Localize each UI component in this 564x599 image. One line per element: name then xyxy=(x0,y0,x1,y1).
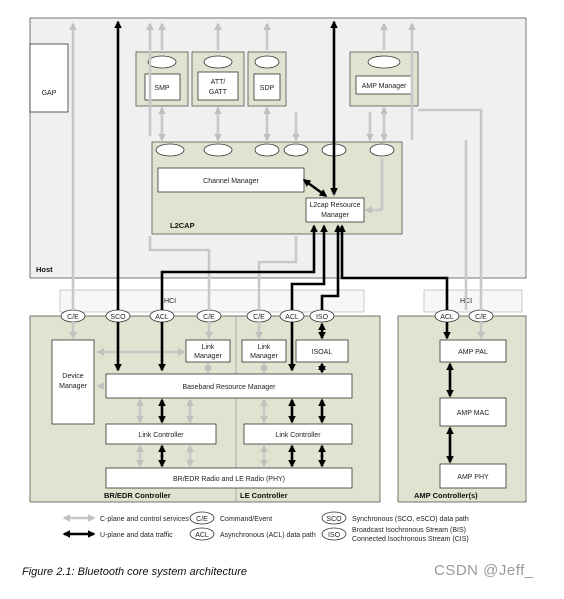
gatt-label: GATT xyxy=(209,89,228,96)
radio-label: BR/EDR Radio and LE Radio (PHY) xyxy=(173,476,285,483)
legend-ce-text: Command/Event xyxy=(220,516,272,523)
watermark: CSDN @Jeff_ xyxy=(434,562,534,579)
port-acl-2-label: ACL xyxy=(285,314,299,321)
sdp-port-oval xyxy=(254,55,280,69)
port-acl-1-label: ACL xyxy=(155,314,169,321)
amp-mac-label: AMP MAC xyxy=(457,410,490,417)
l2cap-oval-6 xyxy=(369,143,395,157)
legend-iso-text-1: Broadcast Isochronous Stream (BIS) xyxy=(352,527,466,534)
amp-phy-box xyxy=(439,463,507,489)
baseband-resource-manager-label: Baseband Resource Manager xyxy=(182,384,276,391)
channel-manager-box xyxy=(157,167,305,193)
att-gatt-box xyxy=(197,71,239,101)
baseband-resource-manager-box xyxy=(105,373,353,399)
br-edr-controller-label: BR/EDR Controller xyxy=(104,491,171,500)
smp-label: SMP xyxy=(154,85,170,92)
legend-sco-text: Synchronous (SCO, eSCO) data path xyxy=(352,516,469,523)
port-ce-1-label: C/E xyxy=(67,314,79,321)
hci-label-brle: HCI xyxy=(164,298,176,305)
l2cap-resource-manager-box xyxy=(305,197,365,223)
l2cap-oval-3 xyxy=(254,143,280,157)
link-controller-1-box xyxy=(105,423,217,445)
att-label: ATT/ xyxy=(211,79,226,86)
amp-pal-box xyxy=(439,339,507,363)
gap-label: GAP xyxy=(42,90,57,97)
isoal-label: ISOAL xyxy=(312,349,333,356)
amp-port-ce-label: C/E xyxy=(475,314,487,321)
isoal-box xyxy=(295,339,349,363)
legend-u-plane-text: U-plane and data traffic xyxy=(100,532,173,539)
att-port-oval xyxy=(203,55,233,69)
amp-port-acl-label: ACL xyxy=(440,314,454,321)
figure-caption: Figure 2.1: Bluetooth core system archit… xyxy=(22,566,247,578)
link-manager-1-label-2: Manager xyxy=(194,353,222,360)
l2cap-oval-1 xyxy=(155,143,185,157)
legend-acl-badge-label: ACL xyxy=(195,532,209,539)
link-controller-2-box xyxy=(243,423,353,445)
port-iso-label: ISO xyxy=(316,314,329,321)
amp-pal-label: AMP PAL xyxy=(458,349,488,356)
legend-ce-badge xyxy=(189,511,215,525)
device-manager-label-2: Manager xyxy=(59,383,87,390)
device-manager-label-1: Device xyxy=(62,373,84,380)
amp-mac-box xyxy=(439,397,507,427)
amp-manager-label: AMP Manager xyxy=(362,83,407,90)
l2cap-manager-label: Manager xyxy=(321,212,349,219)
legend-sco-badge-label: SCO xyxy=(326,516,342,523)
port-sco-label: SCO xyxy=(110,314,126,321)
data-plane-arrows xyxy=(114,20,454,468)
l2cap-resource-label: L2cap Resource xyxy=(310,202,361,209)
sdp-label: SDP xyxy=(260,85,275,92)
hci-band-amp xyxy=(423,289,523,313)
legend-acl-badge xyxy=(189,527,215,541)
l2cap-label: L2CAP xyxy=(170,221,195,230)
l2cap-oval-4 xyxy=(283,143,309,157)
amp-controller-label: AMP Controller(s) xyxy=(414,491,478,500)
channel-manager-label: Channel Manager xyxy=(203,178,259,185)
legend-iso-badge xyxy=(321,527,347,541)
sdp-box xyxy=(253,73,281,101)
amp-phy-label: AMP PHY xyxy=(457,474,489,481)
legend-c-plane-text: C-plane and control services xyxy=(100,516,189,523)
host-label: Host xyxy=(36,265,53,274)
gap-box xyxy=(29,43,69,113)
radio-box xyxy=(105,467,353,489)
link-controller-1-label: Link Controller xyxy=(138,432,184,439)
link-manager-1-label-1: Link xyxy=(202,344,215,351)
port-ce-3-label: C/E xyxy=(253,314,265,321)
legend: C-plane and control services U-plane and… xyxy=(62,511,469,543)
l2cap-oval-2 xyxy=(203,143,233,157)
port-ce-2-label: C/E xyxy=(203,314,215,321)
legend-sco-badge xyxy=(321,511,347,525)
link-manager-1-box xyxy=(185,339,231,363)
link-manager-2-label-1: Link xyxy=(258,344,271,351)
legend-iso-text-2: Connected Isochronous Stream (CIS) xyxy=(352,536,469,543)
legend-ce-badge-label: C/E xyxy=(196,516,208,523)
legend-iso-badge-label: ISO xyxy=(328,532,341,539)
amp-manager-port-oval xyxy=(367,55,401,69)
hci-band-brle xyxy=(59,289,365,313)
link-manager-2-label-2: Manager xyxy=(250,353,278,360)
le-controller-label: LE Controller xyxy=(240,491,288,500)
link-controller-2-label: Link Controller xyxy=(275,432,321,439)
device-manager-box xyxy=(51,339,95,425)
legend-acl-text: Asynchronous (ACL) data path xyxy=(220,532,316,539)
link-manager-2-box xyxy=(241,339,287,363)
smp-port-oval xyxy=(147,55,177,69)
